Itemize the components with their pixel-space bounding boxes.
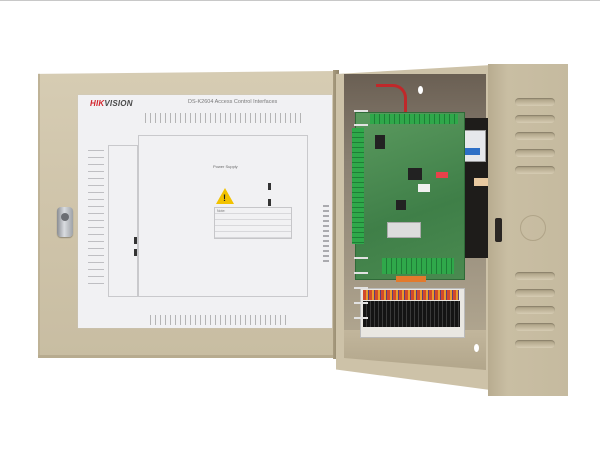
mounting-hole <box>418 86 423 94</box>
diagram-right-terminals <box>323 205 329 265</box>
mounting-hole <box>474 344 479 352</box>
top-border-line <box>0 0 600 1</box>
pcb-connector <box>375 135 385 149</box>
pcb-sticker <box>418 184 430 192</box>
vent-slot <box>515 98 555 106</box>
standoff <box>354 317 368 319</box>
vent-slot <box>515 166 555 174</box>
dip-switch-icon <box>268 183 271 190</box>
warning-exclamation: ! <box>223 193 226 203</box>
terminal-wires <box>363 290 459 300</box>
circuit-breaker <box>462 130 486 162</box>
diagram-terminal-row-bottom <box>150 315 290 325</box>
note-box: Note: <box>214 207 292 239</box>
diagram-board-outline <box>138 135 308 297</box>
pcb-terminal-top <box>370 114 458 124</box>
controller-pcb <box>355 112 465 280</box>
wiring-diagram-label: HIKVISION DS-K2604 Access Control Interf… <box>78 95 332 328</box>
vent-slot <box>515 306 555 314</box>
cable-knockout <box>520 215 546 241</box>
diagram-left-labels <box>88 150 104 290</box>
standoff <box>354 257 368 259</box>
standoff <box>354 124 368 126</box>
breaker-switch <box>464 148 480 155</box>
vent-slot <box>515 272 555 280</box>
standoff <box>354 287 368 289</box>
vent-slot <box>515 115 555 123</box>
terminal-blocks <box>363 301 460 327</box>
standoff <box>354 302 368 304</box>
diagram-left-block <box>108 145 138 297</box>
vent-slot <box>515 132 555 140</box>
hikvision-logo: HIKVISION <box>90 99 133 108</box>
jumper-icon <box>134 249 137 256</box>
pcb-terminal-bottom <box>382 258 454 274</box>
vent-slot <box>515 323 555 331</box>
red-power-wires <box>376 84 407 115</box>
vent-slot <box>515 340 555 348</box>
vent-slot <box>515 289 555 297</box>
tamper-switch <box>474 178 488 186</box>
warning-triangle-icon <box>216 188 234 204</box>
jumper-icon <box>134 237 137 244</box>
pcb-chip <box>396 200 406 210</box>
standoff <box>354 110 368 112</box>
vent-slot <box>515 149 555 157</box>
pcb-terminal-left <box>352 128 364 244</box>
door-latch <box>495 218 502 242</box>
door-lock-icon[interactable] <box>57 207 73 237</box>
pcb-dip-switch <box>436 172 448 178</box>
dip-switch-icon <box>268 199 271 206</box>
pcb-chip <box>408 168 422 180</box>
standoff <box>354 272 368 274</box>
pcb-relays <box>387 222 421 238</box>
power-supply-heading: Power Supply <box>213 164 238 169</box>
diagram-title: DS-K2604 Access Control Interfaces <box>188 99 278 105</box>
orange-wires <box>396 276 426 282</box>
diagram-terminal-row-top <box>145 113 301 123</box>
